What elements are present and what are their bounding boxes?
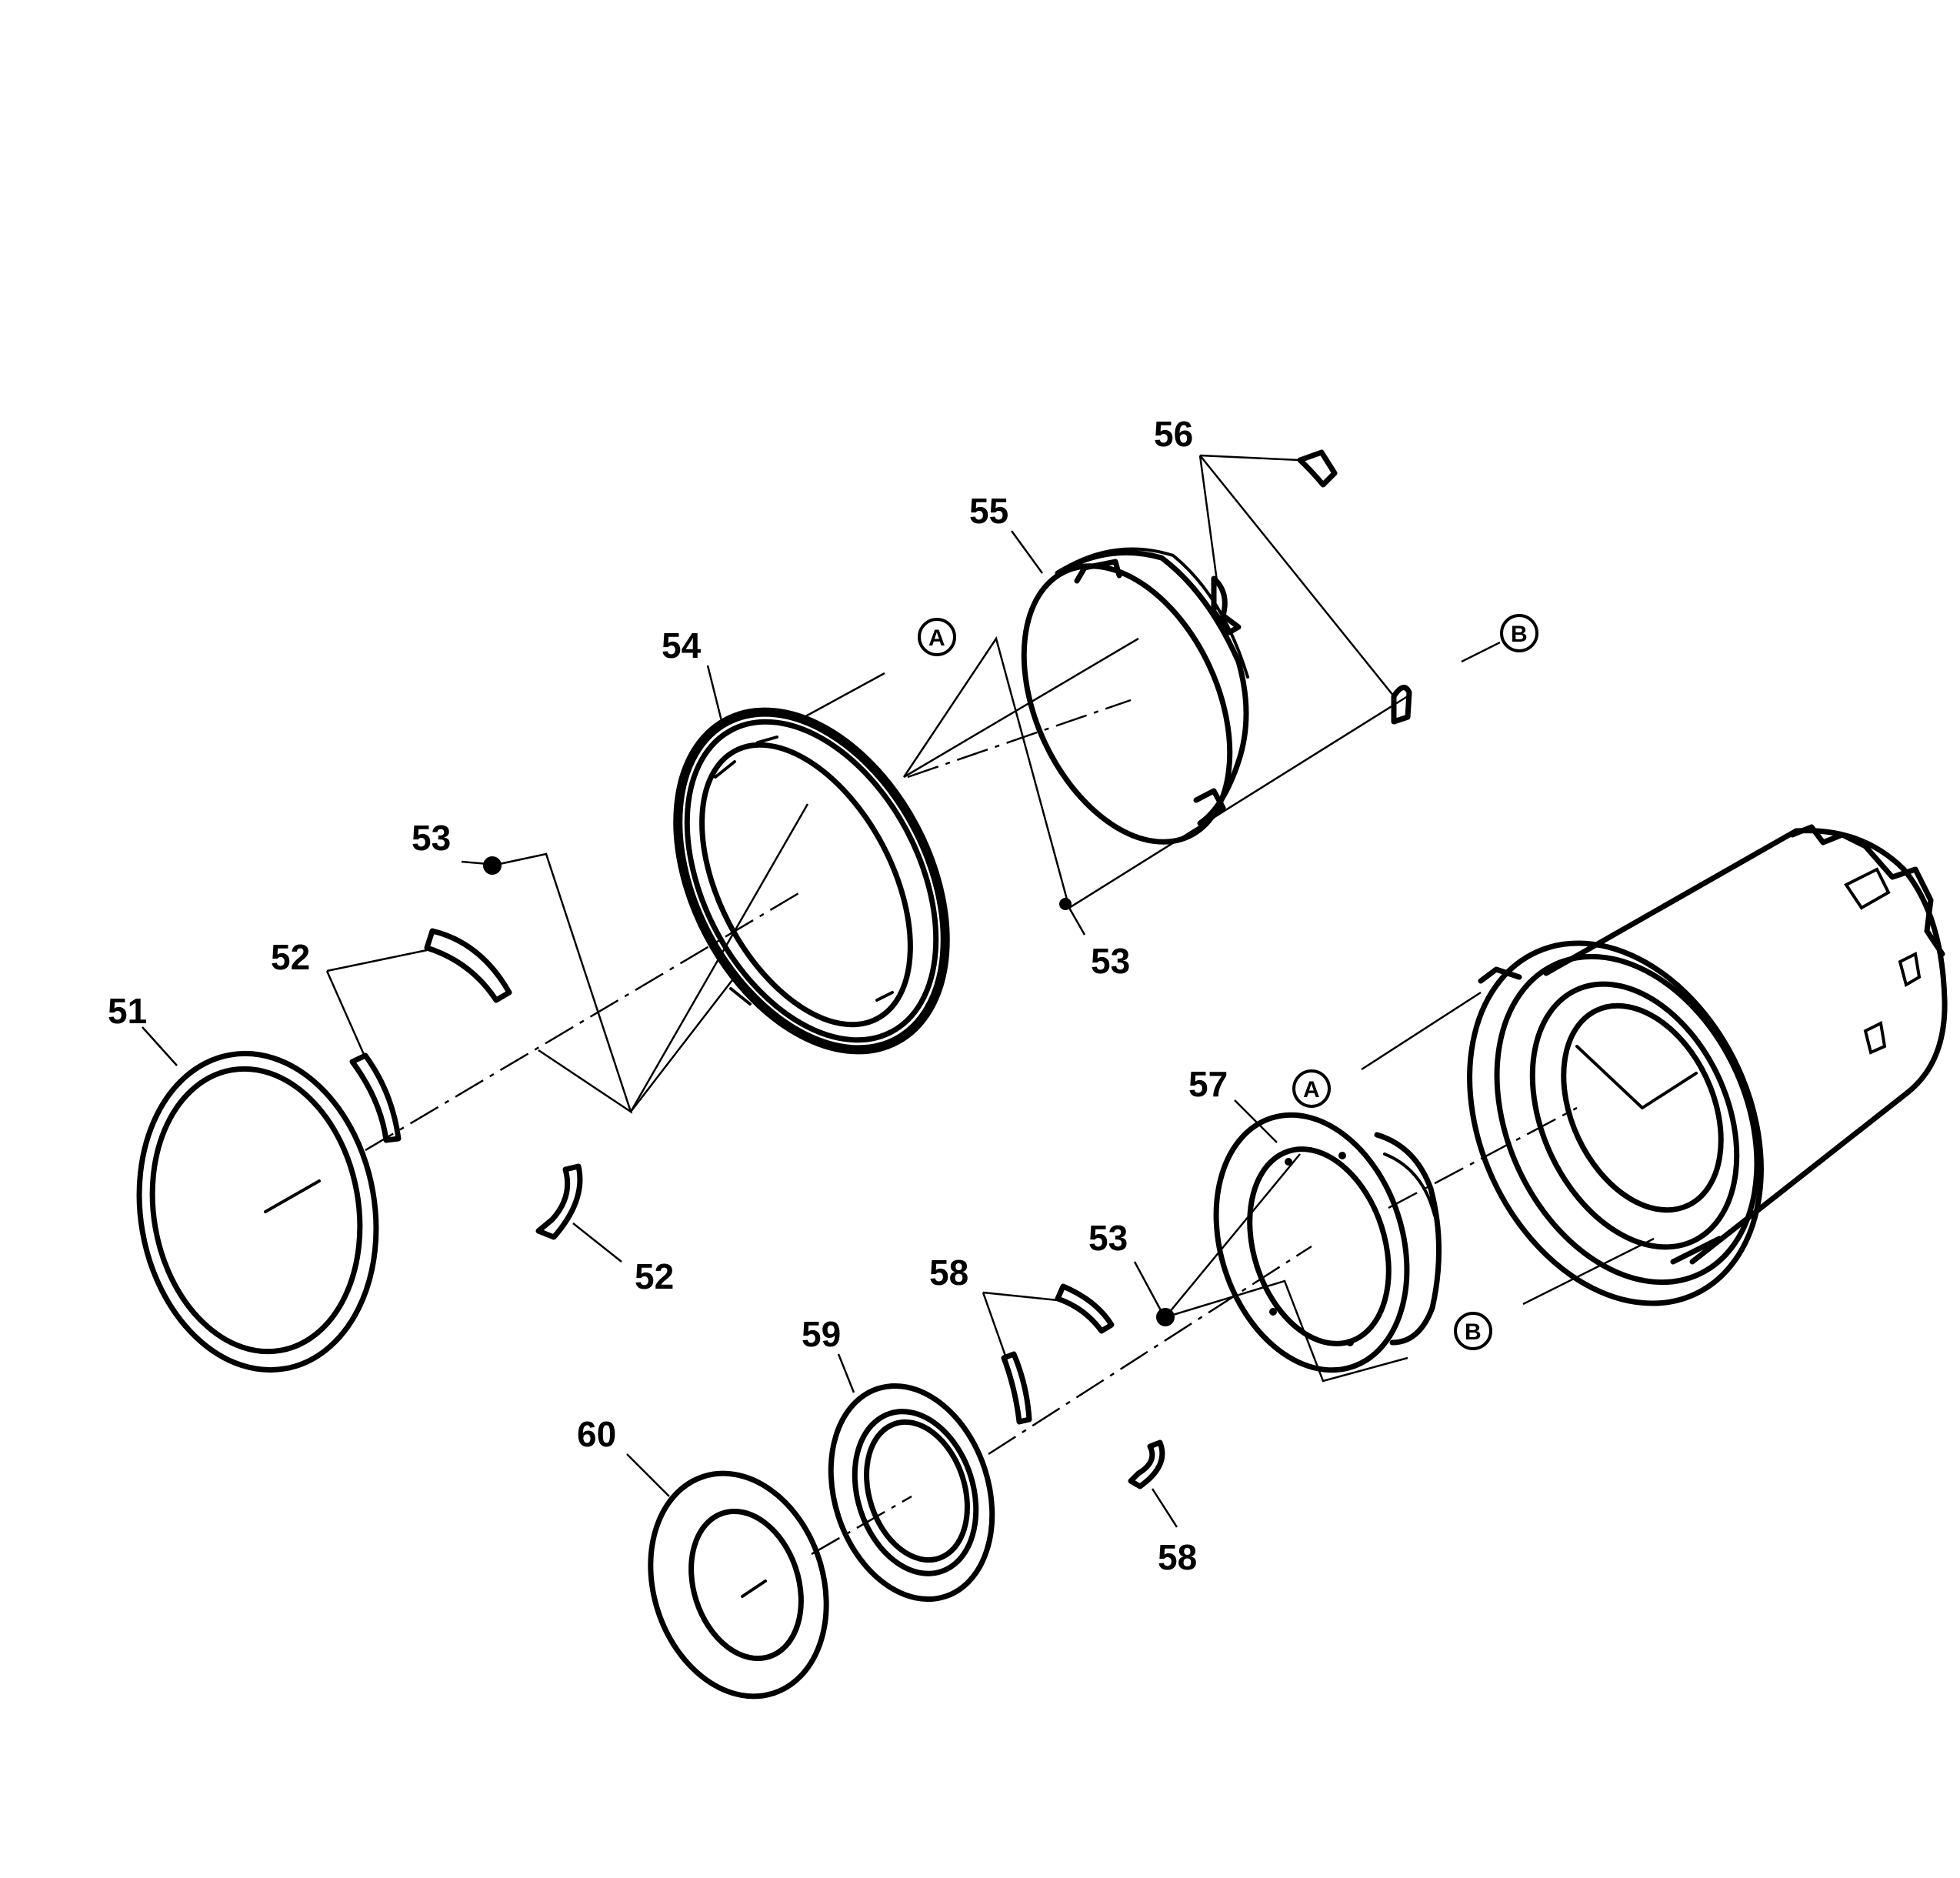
tub-assembly — [1467, 824, 1948, 1306]
part-number-labels: 51 52 52 53 53 53 54 55 56 57 58 58 59 6… — [108, 414, 1228, 1577]
label-52-bottom: 52 — [635, 1256, 674, 1296]
part-54-gasket-ring — [673, 707, 950, 1055]
part-52-clips — [349, 928, 583, 1240]
part-59-seal — [828, 1383, 995, 1603]
label-54: 54 — [662, 625, 702, 665]
reference-marker-a-top: A — [918, 618, 956, 656]
svg-text:B: B — [1465, 1319, 1482, 1345]
label-56: 56 — [1154, 414, 1193, 454]
assembly-axis-lines — [365, 699, 1578, 1556]
label-52-top: 52 — [271, 937, 310, 977]
label-55: 55 — [969, 491, 1008, 531]
label-53-right: 53 — [1088, 1218, 1128, 1258]
label-58-top: 58 — [929, 1253, 968, 1293]
part-51-front-ring — [136, 1050, 379, 1373]
part-60-washer — [648, 1470, 829, 1700]
part-53-screws — [483, 856, 1175, 1326]
part-58-clips — [1001, 1283, 1165, 1489]
svg-text:A: A — [928, 625, 945, 651]
label-58-bottom: 58 — [1158, 1537, 1197, 1577]
label-51: 51 — [108, 991, 147, 1031]
label-57: 57 — [1188, 1064, 1228, 1104]
label-53-middle: 53 — [1091, 941, 1130, 981]
reference-marker-b-right: B — [1454, 1312, 1492, 1350]
svg-text:B: B — [1511, 622, 1528, 647]
part-57-flange — [1213, 1112, 1442, 1373]
label-60: 60 — [577, 1414, 616, 1454]
svg-text:A: A — [1303, 1077, 1320, 1102]
reference-marker-a-right: A — [1292, 1069, 1331, 1108]
label-59: 59 — [802, 1314, 841, 1354]
part-56-tabs — [1211, 449, 1412, 725]
leader-lines — [142, 454, 1655, 1528]
label-53-left: 53 — [412, 818, 451, 858]
reference-marker-b-top: B — [1500, 614, 1538, 652]
